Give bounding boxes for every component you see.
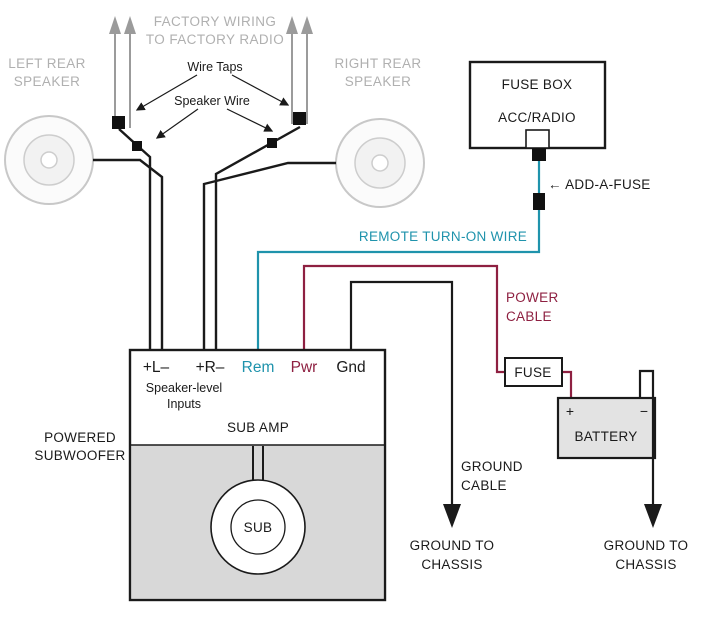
wire-tap-connectors [112, 112, 306, 151]
wire-tap-icon [267, 138, 277, 148]
battery-ground-wire [638, 369, 655, 506]
wire-tap-icon [112, 116, 125, 129]
ground-to-chassis-label-battery-line1: GROUND TO [604, 538, 689, 553]
ground-to-chassis-label-battery-line2: CHASSIS [615, 557, 676, 572]
amp-terminal-right-input: +R– [196, 359, 225, 376]
left-rear-speaker-icon [4, 115, 94, 205]
power-cable-label-line2: CABLE [506, 309, 552, 324]
speaker-dust-cap [40, 151, 58, 169]
acc-slot [525, 129, 550, 149]
inline-fuse-label: FUSE [514, 365, 551, 380]
up-arrow-icon [286, 16, 298, 34]
factory-wire-up-arrow-icons [109, 16, 313, 34]
add-a-fuse-holder [533, 193, 545, 210]
wire-tap-icon [132, 141, 142, 151]
speaker-wire-pointer-right [226, 108, 274, 132]
factory-wiring-label-line1: FACTORY WIRING [154, 14, 277, 29]
up-arrow-icon [301, 16, 313, 34]
amp-terminal-remote: Rem [242, 359, 275, 376]
battery-label: BATTERY [574, 429, 637, 444]
inline-fuse-outline [504, 357, 563, 387]
speaker-wires [93, 125, 336, 350]
left-rear-speaker-label-line1: LEFT REAR [8, 56, 86, 71]
powered-subwoofer-caption-line1: POWERED [44, 430, 116, 445]
remote-turn-on-wire-label: REMOTE TURN-ON WIRE [359, 229, 527, 244]
speaker-level-inputs-label-line2: Inputs [167, 397, 201, 411]
sub-label: SUB [244, 520, 273, 535]
right-rear-speaker-label-line1: RIGHT REAR [334, 56, 421, 71]
power-cable [302, 264, 573, 398]
battery-plus-terminal: + [566, 403, 574, 419]
right-speaker-wire [202, 161, 336, 350]
left-tap-wire [118, 128, 152, 350]
amp-terminal-power: Pwr [291, 359, 318, 376]
wire-taps-pointer-left [135, 74, 198, 111]
sub-amp-label: SUB AMP [227, 420, 289, 435]
ground-to-chassis-label-amp-line1: GROUND TO [410, 538, 495, 553]
callout-pointers [135, 74, 290, 139]
right-rear-speaker-label-line2: SPEAKER [345, 74, 412, 89]
wire-tap-icon [293, 112, 306, 125]
fuse-box-title: FUSE BOX [502, 77, 573, 92]
power-cable-amp-to-fuse [302, 264, 505, 374]
powered-subwoofer-caption-line2: SUBWOOFER [34, 448, 125, 463]
wire-taps-label: Wire Taps [187, 60, 242, 74]
amp-ground-wire [349, 280, 454, 506]
factory-wiring-label-line2: TO FACTORY RADIO [146, 32, 284, 47]
battery-minus-terminal: − [640, 403, 648, 419]
fuse-box [468, 60, 607, 161]
ground-arrow-icons [443, 504, 662, 528]
amp-box [128, 348, 387, 602]
up-arrow-icon [124, 16, 136, 34]
up-arrow-icon [109, 16, 121, 34]
power-cable-label-line1: POWER [506, 290, 559, 305]
speaker-level-inputs-label-line1: Speaker-level [146, 381, 222, 395]
ground-cable-label-line2: CABLE [461, 478, 507, 493]
ground-cable-label-line1: GROUND [461, 459, 523, 474]
battery-outline [556, 396, 657, 460]
left-rear-speaker-label-line2: SPEAKER [14, 74, 81, 89]
fuse-box-circuit-label: ACC/RADIO [498, 110, 576, 125]
down-arrow-icon [644, 504, 662, 528]
amp-terminal-left-input: +L– [143, 359, 170, 376]
add-a-fuse-plug [532, 148, 546, 161]
ground-wires [349, 280, 655, 506]
sub-speaker-inner [230, 499, 286, 555]
factory-wires [114, 33, 308, 128]
left-speaker-wire [93, 158, 164, 350]
down-arrow-icon [443, 504, 461, 528]
wire-taps-pointer-right [231, 74, 290, 106]
power-cable-fuse-to-battery [562, 370, 573, 398]
ground-to-chassis-label-amp-line2: CHASSIS [421, 557, 482, 572]
amp-terminal-ground: Gnd [336, 359, 365, 376]
speaker-dust-cap [371, 154, 389, 172]
right-rear-speaker-icon [335, 118, 425, 208]
add-a-fuse-label: ← ADD-A-FUSE [548, 177, 651, 192]
speaker-wire-pointer-left [155, 108, 199, 139]
speaker-wire-label: Speaker Wire [174, 94, 250, 108]
